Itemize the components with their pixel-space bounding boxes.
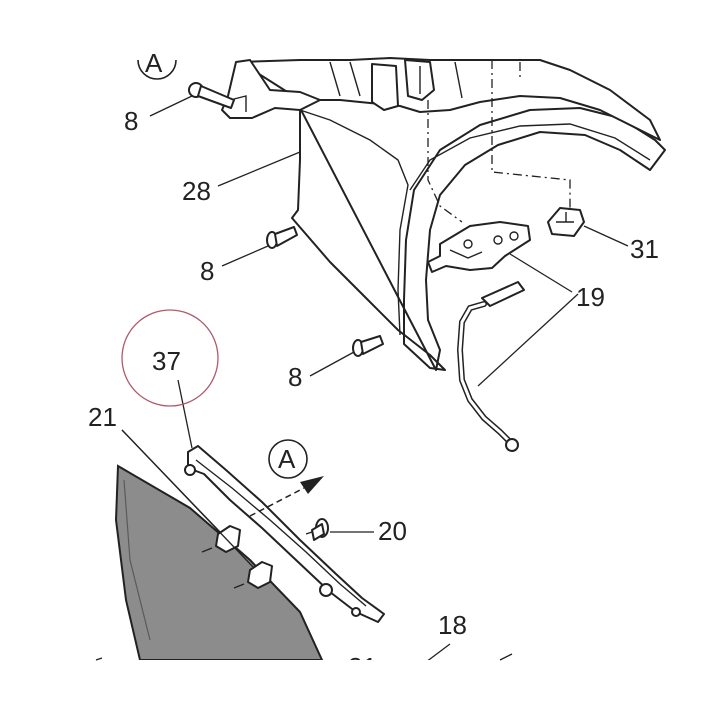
highlight-circle-37 bbox=[121, 309, 219, 407]
callout-19: 19 bbox=[576, 282, 605, 312]
clipped-bottom: 21 bbox=[0, 652, 720, 720]
screw-20 bbox=[305, 518, 329, 541]
callout-18: 18 bbox=[438, 610, 467, 640]
screw-8-middle bbox=[266, 226, 298, 249]
lock-with-cable-19 bbox=[427, 221, 531, 452]
view-marker-a: A bbox=[268, 439, 308, 479]
screw-8-low bbox=[352, 335, 384, 357]
rubber-damper-21-upper bbox=[201, 525, 241, 553]
callout-31: 31 bbox=[630, 234, 659, 264]
svg-text:A: A bbox=[145, 48, 163, 78]
windshield-18 bbox=[114, 464, 324, 661]
clip-nut-31 bbox=[547, 207, 585, 237]
callout-20: 20 bbox=[378, 516, 407, 546]
assembly-guide-lines bbox=[427, 60, 571, 223]
windshield-bracket-37 bbox=[184, 445, 385, 623]
callout-8-low: 8 bbox=[288, 362, 302, 392]
rubber-damper-21-lower bbox=[233, 561, 273, 589]
screw-8-top bbox=[188, 82, 235, 109]
view-marker-top: A bbox=[137, 48, 177, 80]
callout-8-top: 8 bbox=[124, 106, 138, 136]
callout-8-middle: 8 bbox=[200, 256, 214, 286]
callout-37: 37 bbox=[152, 346, 181, 376]
leader-lines bbox=[121, 95, 629, 669]
callout-28: 28 bbox=[182, 176, 211, 206]
windshield-panel bbox=[114, 464, 324, 661]
svg-text:A: A bbox=[278, 444, 296, 474]
view-a-direction-arrow bbox=[249, 476, 324, 517]
callout-labels: 8 28 8 31 19 8 37 21 20 18 bbox=[88, 106, 659, 640]
callout-21-top: 21 bbox=[88, 402, 117, 432]
fairing-body bbox=[221, 57, 666, 371]
